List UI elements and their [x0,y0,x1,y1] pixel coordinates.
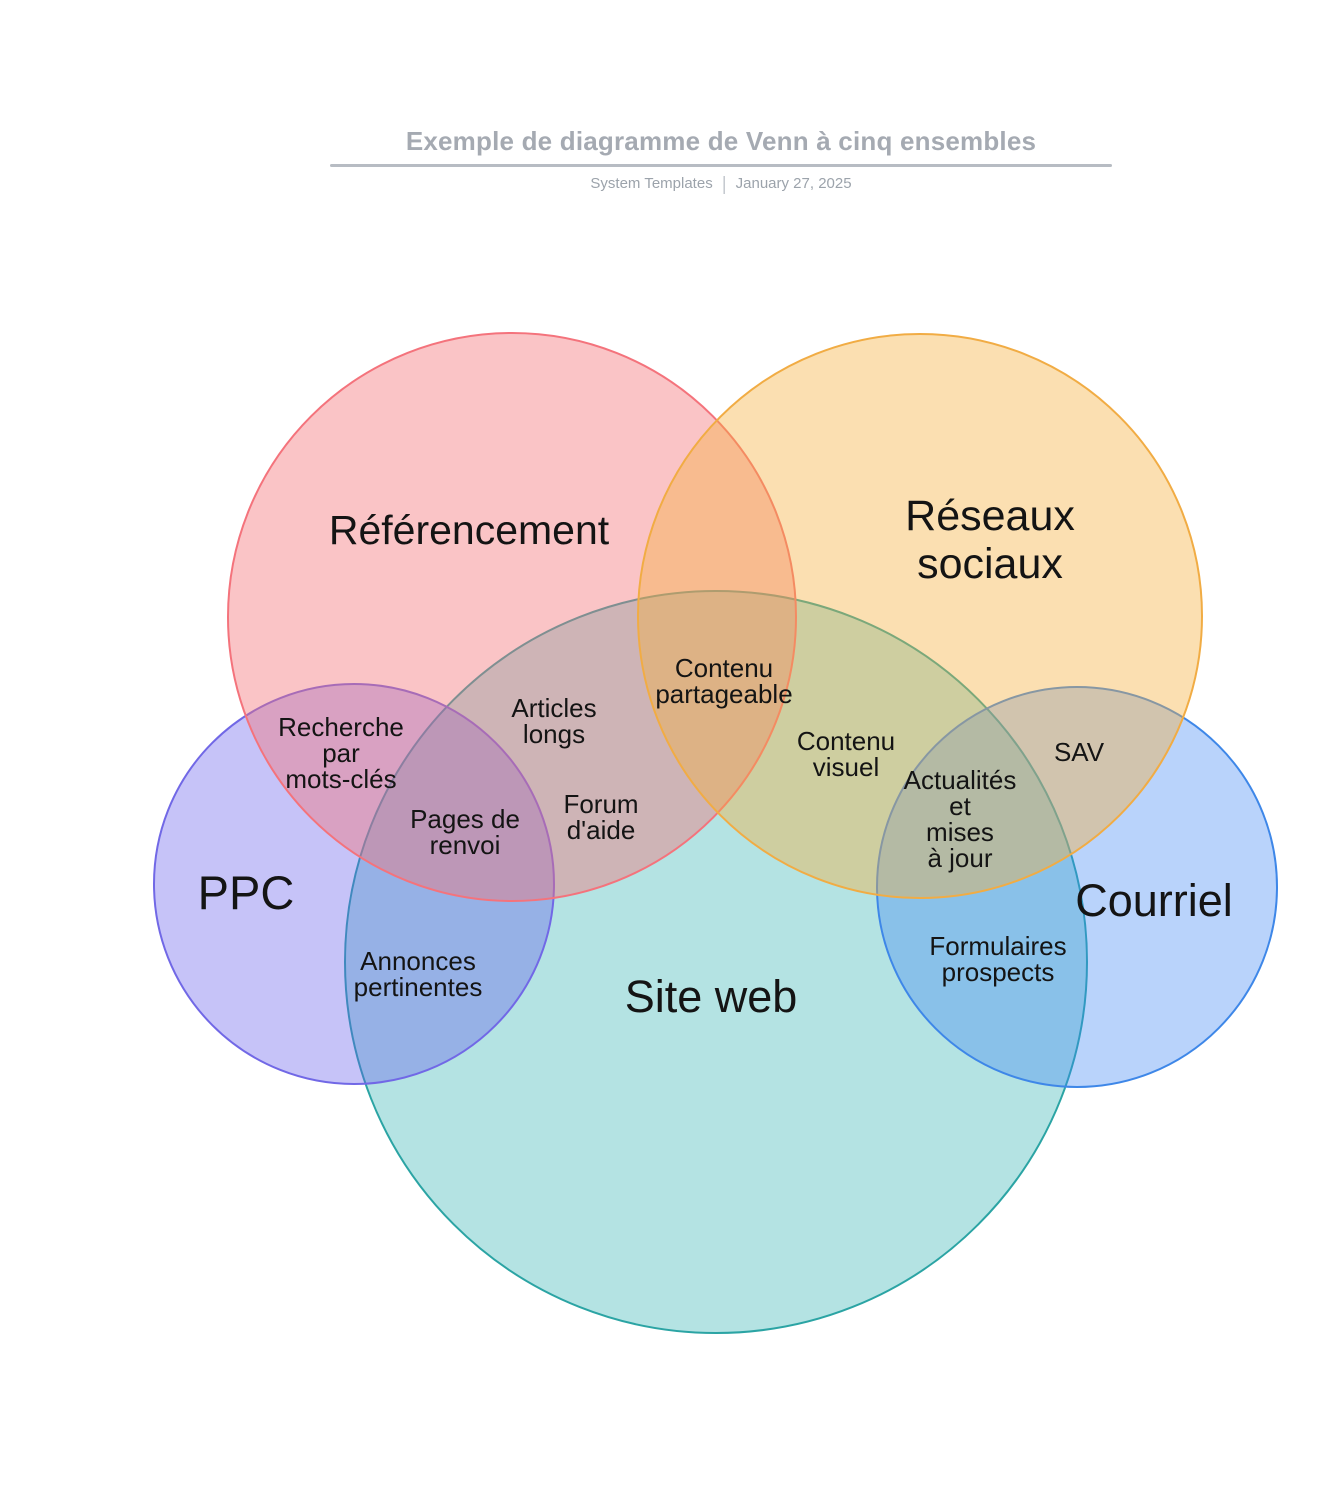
subtitle-date: January 27, 2025 [735,175,852,192]
overlap-label-contenu-visuel: Contenu visuel [796,726,896,782]
overlap-label-articles-longs: Articles longs [511,693,597,749]
subtitle-separator: | [721,174,727,195]
set-label-referencement: Référencement [328,507,610,553]
subtitle-source: System Templates [590,175,713,192]
overlap-label-sav: SAV [1053,737,1105,767]
reseaux-sociaux-circle [637,333,1203,899]
set-label-site-web: Site web [624,971,798,1022]
set-label-courriel: Courriel [1075,875,1233,926]
overlap-label-recherche-par-mots-cles: Recherche par mots-clés [278,712,404,794]
overlap-label-actualites-mises-a-jour: Actualités et mises à jour [903,765,1017,873]
overlap-label-formulaires-prospects: Formulaires prospects [929,931,1067,987]
header: Exemple de diagramme de Venn à cinq ense… [330,128,1112,195]
overlap-label-forum-d-aide: Forum d'aide [563,789,639,845]
set-label-ppc: PPC [197,866,295,919]
overlap-label-annonces-pertinentes: Annonces pertinentes [353,946,483,1002]
set-label-reseaux-sociaux: Réseaux sociaux [905,492,1075,588]
page-title: Exemple de diagramme de Venn à cinq ense… [405,126,1037,156]
overlap-label-pages-de-renvoi: Pages de renvoi [410,804,520,860]
overlap-label-contenu-partageable: Contenu partageable [655,653,793,709]
title-underline [330,164,1112,167]
subtitle: System Templates | January 27, 2025 [330,174,1112,195]
